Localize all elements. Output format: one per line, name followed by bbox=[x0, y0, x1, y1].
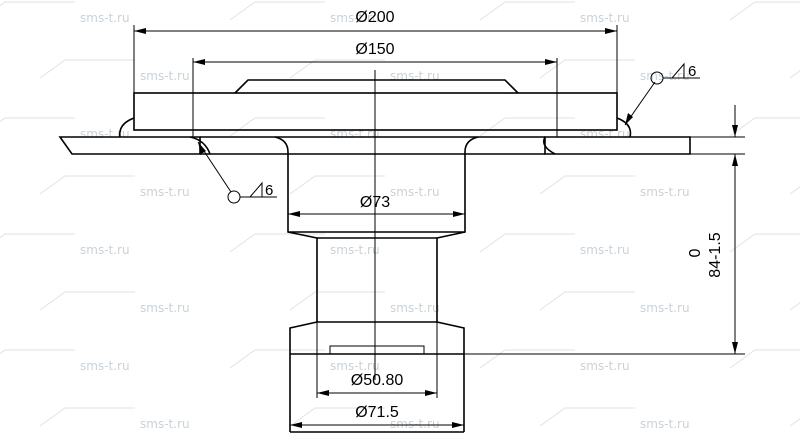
watermark-stroke bbox=[289, 407, 385, 427]
watermark-text: sms-t.ru bbox=[140, 301, 190, 315]
watermark-stroke bbox=[229, 1, 325, 21]
watermark-text: sms-t.ru bbox=[140, 185, 190, 199]
watermark-text: sms-t.ru bbox=[580, 243, 630, 257]
watermark-text: sms-t.ru bbox=[80, 11, 130, 25]
watermark-text: sms-t.ru bbox=[580, 359, 630, 373]
watermark-stroke bbox=[479, 117, 575, 137]
watermark-text: sms-t.ru bbox=[390, 69, 440, 83]
watermark-stroke bbox=[729, 1, 800, 21]
watermark-text: sms-t.ru bbox=[640, 185, 690, 199]
watermark-text: sms-t.ru bbox=[390, 417, 440, 431]
watermark-stroke bbox=[539, 59, 635, 79]
dim-d71: Ø71.5 bbox=[355, 404, 399, 421]
watermark-text: sms-t.ru bbox=[330, 359, 380, 373]
weld-symbol-left bbox=[197, 141, 277, 204]
dim-height-lower: 84-1.5 bbox=[707, 232, 724, 277]
dim-d73: Ø73 bbox=[360, 194, 390, 211]
watermark-stroke bbox=[789, 418, 800, 427]
watermark-stroke bbox=[729, 233, 800, 253]
watermark-stroke bbox=[539, 291, 635, 311]
watermark-text: sms-t.ru bbox=[390, 301, 440, 315]
dim-d200: Ø200 bbox=[355, 9, 394, 26]
watermark-layer: sms-t.ru sms-t.ru sms-t.ru sms-t.ru sms-t.ru… bbox=[0, 1, 800, 431]
watermark-stroke bbox=[229, 233, 325, 253]
base-plate bbox=[58, 136, 745, 155]
watermark-stroke bbox=[39, 291, 135, 311]
watermark-text: sms-t.ru bbox=[390, 185, 440, 199]
watermark-stroke bbox=[229, 117, 325, 137]
watermark-stroke bbox=[0, 349, 75, 355]
watermark-stroke bbox=[39, 59, 135, 79]
watermark-text: sms-t.ru bbox=[80, 359, 130, 373]
watermark-text: sms-t.ru bbox=[640, 69, 690, 83]
dim-height-upper: 0 bbox=[687, 248, 704, 257]
watermark-stroke bbox=[479, 1, 575, 21]
watermark-text: sms-t.ru bbox=[140, 69, 190, 83]
weld-symbol-top-right bbox=[624, 62, 700, 126]
watermark-stroke bbox=[289, 175, 385, 195]
dimension-lines bbox=[133, 25, 745, 428]
watermark-stroke bbox=[729, 117, 800, 137]
watermark-text: sms-t.ru bbox=[80, 243, 130, 257]
watermark-stroke bbox=[479, 233, 575, 253]
weld-size-top-right: 6 bbox=[688, 63, 696, 80]
watermark-stroke bbox=[39, 175, 135, 195]
watermark-text: sms-t.ru bbox=[580, 127, 630, 141]
watermark-text: sms-t.ru bbox=[330, 11, 380, 25]
watermark-stroke bbox=[289, 59, 385, 79]
watermark-stroke bbox=[0, 233, 75, 239]
watermark-text: sms-t.ru bbox=[640, 417, 690, 431]
watermark-text: sms-t.ru bbox=[330, 127, 380, 141]
body bbox=[274, 136, 479, 433]
watermark-stroke bbox=[39, 407, 135, 427]
dim-d150: Ø150 bbox=[355, 41, 394, 58]
watermark-stroke bbox=[789, 186, 800, 195]
watermark-stroke bbox=[539, 407, 635, 427]
watermark-stroke bbox=[479, 349, 575, 369]
watermark-stroke bbox=[0, 117, 75, 123]
dim-d50: Ø50.80 bbox=[351, 372, 404, 389]
watermark-text: sms-t.ru bbox=[330, 243, 380, 257]
watermark-stroke bbox=[289, 291, 385, 311]
weld-size-left: 6 bbox=[265, 182, 273, 199]
watermark-stroke bbox=[0, 1, 75, 7]
watermark-stroke bbox=[789, 70, 800, 79]
watermark-stroke bbox=[229, 349, 325, 369]
watermark-text: sms-t.ru bbox=[80, 127, 130, 141]
watermark-text: sms-t.ru bbox=[580, 11, 630, 25]
watermark-stroke bbox=[539, 175, 635, 195]
watermark-stroke bbox=[789, 302, 800, 311]
watermark-text: sms-t.ru bbox=[140, 417, 190, 431]
watermark-text: sms-t.ru bbox=[640, 301, 690, 315]
watermark-stroke bbox=[729, 349, 800, 369]
